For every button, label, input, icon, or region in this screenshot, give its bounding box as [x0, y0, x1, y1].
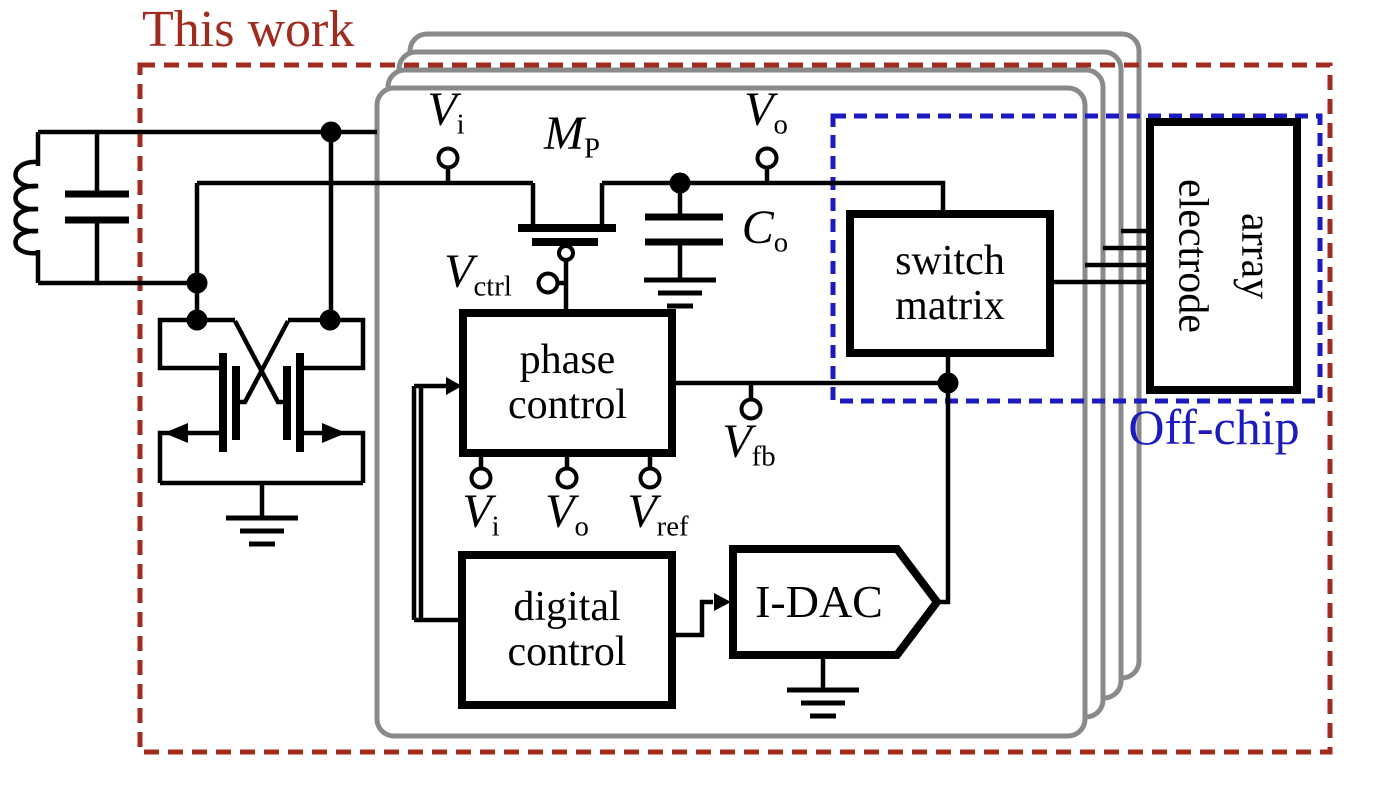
vi-label: Vi: [427, 83, 465, 141]
feedback-bus: [411, 377, 731, 638]
bus-arrow-icon: [446, 377, 462, 395]
digital-control-box: [458, 551, 676, 709]
junction-dot: [320, 121, 342, 143]
idac-arrow-icon: [714, 593, 731, 611]
this-work-boundary: [137, 62, 1333, 755]
vo-rail-wire: [602, 180, 946, 215]
terminal-circle-vo-rail: [755, 146, 779, 170]
idac-ground: [787, 655, 859, 719]
tank-capacitor-icon: [65, 190, 129, 224]
terminal-circle-vi: [469, 466, 493, 490]
vo-label: Vo: [744, 83, 788, 141]
electrode-feed-lines: [1050, 228, 1150, 285]
cross-coupled-pair-icon: [157, 317, 366, 547]
junction-dot: [319, 309, 341, 331]
digital-control-label: digital control: [507, 584, 627, 675]
ground-icon: [787, 687, 859, 719]
terminal-circle-vi-rail: [436, 146, 460, 170]
cross-couple-wire-1: [233, 319, 287, 405]
co-label: Co: [741, 201, 789, 259]
ground-icon: [644, 277, 716, 309]
phase-vref-label: Vref: [627, 485, 689, 543]
off-chip-label: Off-chip: [1128, 399, 1300, 455]
phase-control-label: phase control: [508, 337, 627, 428]
co-plates: [645, 213, 723, 246]
mp-label: MP: [544, 107, 600, 165]
switch-matrix-label: switch matrix: [895, 237, 1005, 329]
junction-dots: [186, 121, 959, 394]
electrode-array-label: electrode array: [1169, 179, 1279, 333]
source-arrow-left-icon: [164, 423, 188, 443]
switch-matrix-box: [846, 210, 1054, 357]
pmos-bubble-icon: [557, 244, 575, 262]
inductor-icon: [13, 159, 39, 256]
off-chip-boundary: [830, 113, 1323, 404]
cross-couple-wire-2: [236, 319, 290, 405]
terminal-circle-vfb: [739, 397, 763, 421]
this-work-label: This work: [142, 1, 355, 58]
idac-label: I-DAC: [755, 575, 883, 627]
bus-double-line: [411, 386, 424, 620]
terminal-circle-vo: [555, 466, 579, 490]
pmos-transistor-icon: [518, 183, 616, 313]
lc-tank: [13, 132, 129, 283]
junction-dot: [186, 272, 208, 294]
ground-icon: [226, 515, 298, 547]
junction-dot: [937, 372, 959, 394]
vfb-label: Vfb: [722, 415, 776, 473]
digital-to-idac-wire: [672, 599, 713, 638]
junction-dot: [669, 172, 691, 194]
vctrl-label: Vctrl: [444, 245, 512, 303]
pair-right-source: [300, 430, 366, 483]
pair-left-source: [157, 430, 223, 483]
idac-box: [729, 545, 943, 659]
terminal-circle-vref: [638, 466, 662, 490]
phase-vi-label: Vi: [462, 485, 500, 543]
phase-vo-label: Vo: [545, 485, 589, 543]
junction-dot: [186, 309, 208, 331]
phase-control-terminals: [469, 453, 662, 490]
terminal-circle-vctrl: [536, 271, 560, 295]
terminal-stems: [478, 453, 653, 469]
electrode-array-box: [1146, 118, 1301, 394]
source-arrow-right-icon: [322, 423, 346, 443]
